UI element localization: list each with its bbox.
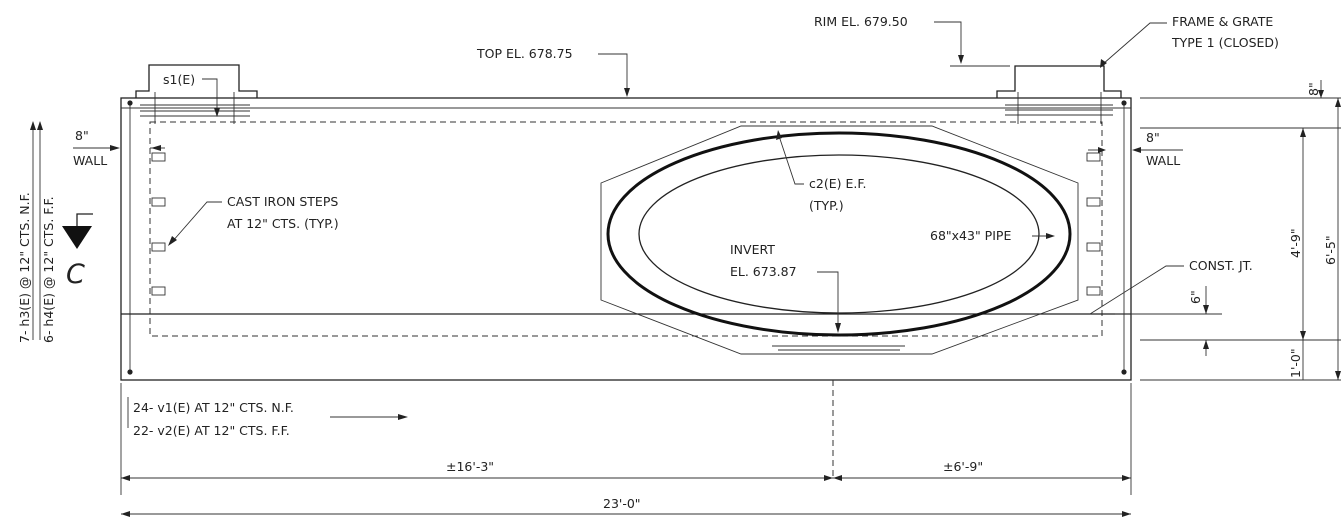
arrowhead xyxy=(168,236,177,246)
arrowhead xyxy=(1318,90,1324,98)
invert-elevation-label: EL. 673.87 xyxy=(730,264,797,279)
arrowhead xyxy=(1300,128,1306,137)
rim-elevation-leader xyxy=(934,21,962,60)
arrowhead xyxy=(1046,233,1055,239)
arrowhead xyxy=(835,323,841,333)
right-wall-thickness: 8" xyxy=(1146,130,1160,145)
cast-iron-step xyxy=(151,242,166,252)
cast-iron-step xyxy=(151,197,166,207)
arrowhead xyxy=(776,130,782,140)
horizontal-bars-ff-label: 6- h4(E) @ 12" CTS. F.F. xyxy=(41,196,56,343)
joint-height-dimension: 6" xyxy=(1188,290,1203,304)
arrowhead xyxy=(958,55,964,64)
pipe-concrete-encasement xyxy=(600,125,1079,355)
left-riser-outline xyxy=(135,64,258,98)
section-marker-label: C xyxy=(66,259,85,290)
corner-bar-dot xyxy=(1121,100,1127,106)
horizontal-bars-nf-label: 7- h3(E) @ 12" CTS. N.F. xyxy=(17,192,32,343)
frame-grate-label: TYPE 1 (CLOSED) xyxy=(1171,35,1279,50)
corner-bar-label: c2(E) E.F. xyxy=(809,176,866,191)
slab-bar-label: s1(E) xyxy=(163,72,195,87)
left-wall-thickness: 8" xyxy=(75,128,89,143)
right-steps xyxy=(1086,152,1101,296)
arrowhead xyxy=(121,511,130,517)
top-elevation-leader xyxy=(598,53,628,92)
right-length-dimension: ±6'-9" xyxy=(943,459,983,474)
arrowhead xyxy=(121,475,130,481)
invert-label: INVERT xyxy=(730,242,775,257)
right-wall-label: WALL xyxy=(1146,153,1180,168)
cast-iron-step xyxy=(1086,286,1101,296)
arrowhead xyxy=(110,145,120,151)
corner-bar-dot xyxy=(1121,369,1127,375)
structure-outline xyxy=(120,97,1132,381)
construction-joint-label: CONST. JT. xyxy=(1189,258,1253,273)
arrowhead xyxy=(833,475,842,481)
arrowhead xyxy=(151,145,161,151)
left-steps xyxy=(151,152,166,296)
overall-length-dimension: 23'-0" xyxy=(603,496,641,511)
arrowhead xyxy=(1122,475,1131,481)
construction-joint-leader xyxy=(1089,265,1184,315)
vertical-bars-nf-label: 24- v1(E) AT 12" CTS. N.F. xyxy=(133,400,294,415)
cast-iron-step xyxy=(151,286,166,296)
pipe-inner-wall xyxy=(638,154,1040,314)
frame-grate-outline xyxy=(996,65,1122,98)
vertical-bars-ff-label: 22- v2(E) AT 12" CTS. F.F. xyxy=(133,423,290,438)
arrowhead xyxy=(1335,98,1341,107)
arrowhead xyxy=(37,121,43,130)
arrowhead xyxy=(1335,371,1341,380)
top-elevation-label: TOP EL. 678.75 xyxy=(476,46,573,61)
corner-bar-label: (TYP.) xyxy=(809,198,844,213)
arrowhead xyxy=(398,414,408,420)
frame-grate-label: FRAME & GRATE xyxy=(1172,14,1273,29)
arrowhead xyxy=(624,88,630,97)
overall-height-dimension: 6'-5" xyxy=(1323,235,1338,265)
pipe-size-label: 68"x43" PIPE xyxy=(930,228,1011,243)
rim-elevation-label: RIM EL. 679.50 xyxy=(814,14,908,29)
interior-height-dimension: 4'-9" xyxy=(1288,228,1303,258)
arrowhead xyxy=(1122,511,1131,517)
corner-bar-dot xyxy=(127,100,133,106)
left-wall-label: WALL xyxy=(73,153,107,168)
base-slab-dimension: 1'-0" xyxy=(1288,348,1303,378)
arrowhead xyxy=(1203,305,1209,314)
corner-bar-leader xyxy=(778,135,804,185)
arrowhead xyxy=(1203,340,1209,349)
invert-leader xyxy=(817,271,839,328)
arrowhead xyxy=(1100,59,1107,68)
frame-grate-leader xyxy=(1102,22,1167,65)
arrowhead xyxy=(214,108,220,117)
arrowhead xyxy=(1098,147,1106,153)
arrowhead xyxy=(30,121,36,130)
cast-iron-step xyxy=(1086,197,1101,207)
section-marker-line xyxy=(76,213,93,226)
slab-bar-leader xyxy=(202,78,218,113)
cast-iron-step xyxy=(151,152,166,162)
cast-iron-step xyxy=(1086,242,1101,252)
cast-iron-steps-label: CAST IRON STEPS xyxy=(227,194,338,209)
top-slab-dimension: 8" xyxy=(1306,82,1321,96)
arrowhead xyxy=(1132,147,1141,153)
steps-leader xyxy=(171,201,222,243)
section-marker-arrow xyxy=(62,226,92,249)
cast-iron-steps-label: AT 12" CTS. (TYP.) xyxy=(227,216,339,231)
corner-bar-dot xyxy=(127,369,133,375)
left-length-dimension: ±16'-3" xyxy=(446,459,494,474)
cast-iron-step xyxy=(1086,152,1101,162)
interior-dashed-outline xyxy=(149,121,1103,337)
pipe-outer-wall xyxy=(606,131,1072,337)
arrowhead xyxy=(824,475,833,481)
arrowhead xyxy=(1300,331,1306,340)
